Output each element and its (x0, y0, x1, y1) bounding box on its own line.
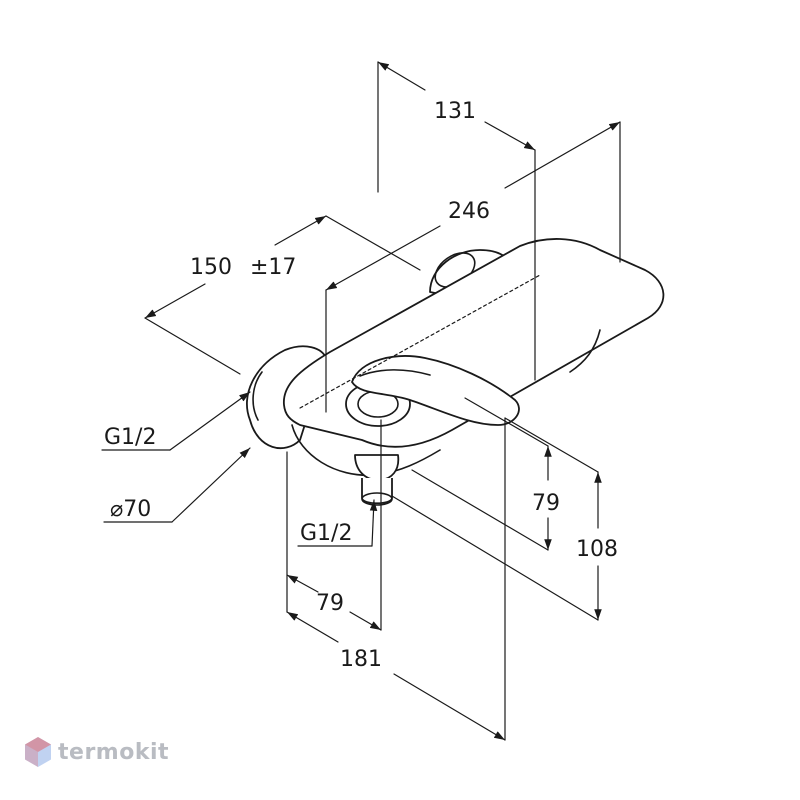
label-79-vertical: 79 (532, 491, 560, 516)
label-108: 108 (576, 537, 618, 562)
dimension-79-vertical: 79 (411, 397, 560, 551)
label-181: 181 (340, 647, 382, 672)
leader-g12-bottom: G1/2 (297, 499, 378, 547)
label-d70: ⌀70 (110, 497, 151, 522)
label-g12-left: G1/2 (104, 425, 156, 450)
termokit-logo-icon (25, 737, 51, 767)
leader-g12-left: G1/2 (101, 391, 251, 451)
dimension-108: 108 (391, 417, 618, 621)
label-131: 131 (434, 99, 476, 124)
faucet-outline (246, 238, 665, 506)
label-150: 150 (190, 255, 232, 280)
watermark-text: termokit (58, 739, 170, 765)
watermark: termokit (24, 736, 169, 768)
label-tolerance-17: ±17 (250, 255, 296, 280)
dimension-246: 246 (325, 121, 621, 413)
label-246: 246 (448, 199, 490, 224)
dimension-150: 150 ±17 (144, 215, 421, 375)
dimension-79-horizontal: 79 (286, 419, 382, 631)
dimension-131: 131 (377, 61, 536, 381)
dimension-181: 181 (286, 417, 506, 741)
leader-d70: ⌀70 (103, 447, 251, 523)
label-g12-bottom: G1/2 (300, 521, 352, 546)
label-79-horizontal: 79 (316, 591, 344, 616)
